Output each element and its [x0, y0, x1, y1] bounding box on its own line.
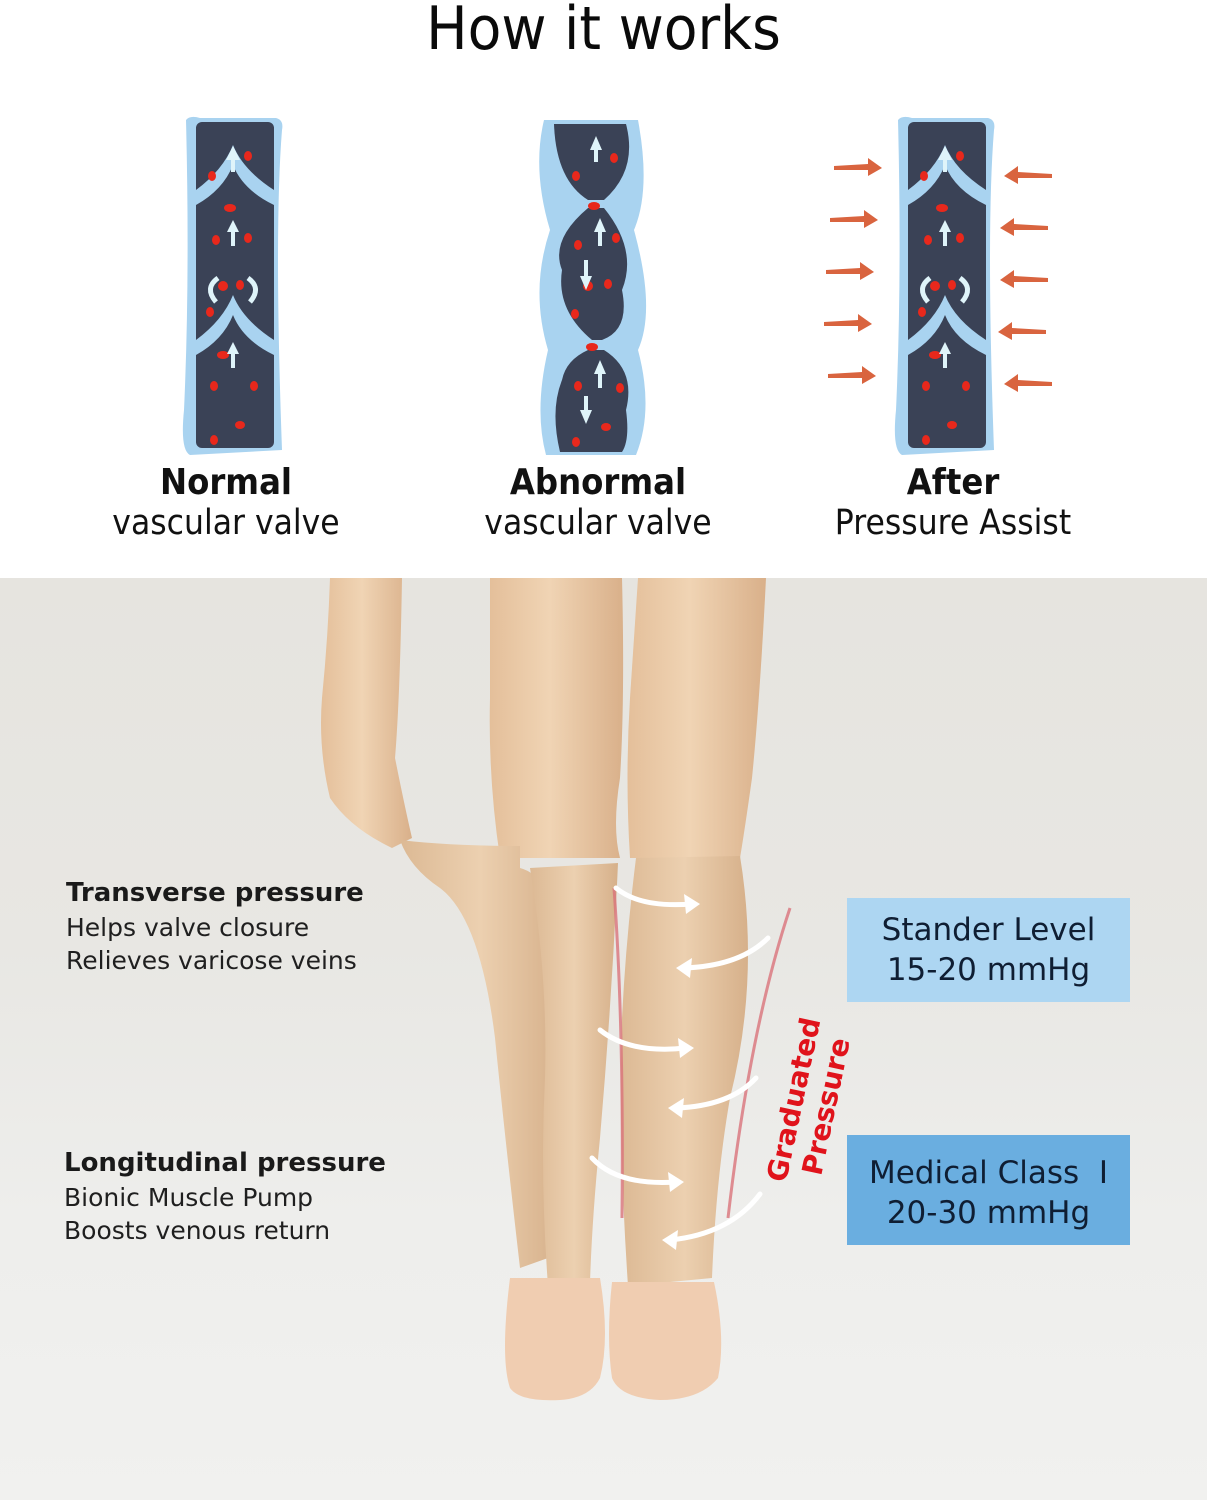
caption-title: After — [906, 462, 1000, 503]
product-photo-section: Transverse pressure Helps valve closure … — [0, 578, 1207, 1500]
medical-class-badge: Medical Class I 20-30 mmHg — [847, 1135, 1130, 1245]
caption-title: Normal — [159, 462, 293, 503]
caption-normal: Normal vascular valve — [86, 462, 366, 544]
compressed-vein-valve-icon — [824, 116, 1052, 455]
caption-title: Abnormal — [509, 462, 687, 503]
feature-line: Helps valve closure — [66, 913, 310, 942]
panel-after — [820, 110, 1060, 460]
feature-line: Boosts venous return — [64, 1216, 331, 1245]
caption-subtitle: Pressure Assist — [834, 503, 1072, 543]
abnormal-vein-valve-icon — [539, 120, 647, 455]
standard-level-badge: Stander Level 15-20 mmHg — [847, 898, 1130, 1002]
feature-longitudinal: Longitudinal pressure Bionic Muscle Pump… — [64, 1145, 386, 1247]
badge-line1: Medical Class I — [868, 1155, 1109, 1191]
caption-abnormal: Abnormal vascular valve — [458, 462, 738, 544]
caption-subtitle: vascular valve — [112, 503, 340, 543]
feature-transverse: Transverse pressure Helps valve closure … — [66, 875, 364, 977]
badge-line1: Stander Level — [881, 912, 1096, 948]
badge-line2: 20-30 mmHg — [886, 1195, 1091, 1231]
page-title: How it works — [426, 0, 781, 64]
caption-after: After Pressure Assist — [808, 462, 1098, 544]
feature-line: Relieves varicose veins — [66, 946, 357, 975]
panel-abnormal — [526, 110, 666, 460]
badge-line2: 15-20 mmHg — [886, 952, 1091, 988]
pressure-arrows — [824, 158, 1052, 392]
feature-heading: Transverse pressure — [66, 878, 364, 908]
feature-heading: Longitudinal pressure — [64, 1148, 386, 1178]
panel-normal — [178, 110, 288, 460]
how-it-works-section: How it works — [0, 0, 1207, 578]
legs-photo — [321, 578, 792, 1401]
caption-subtitle: vascular valve — [484, 503, 712, 543]
normal-vein-valve-icon — [182, 116, 283, 455]
feature-line: Bionic Muscle Pump — [64, 1183, 314, 1212]
